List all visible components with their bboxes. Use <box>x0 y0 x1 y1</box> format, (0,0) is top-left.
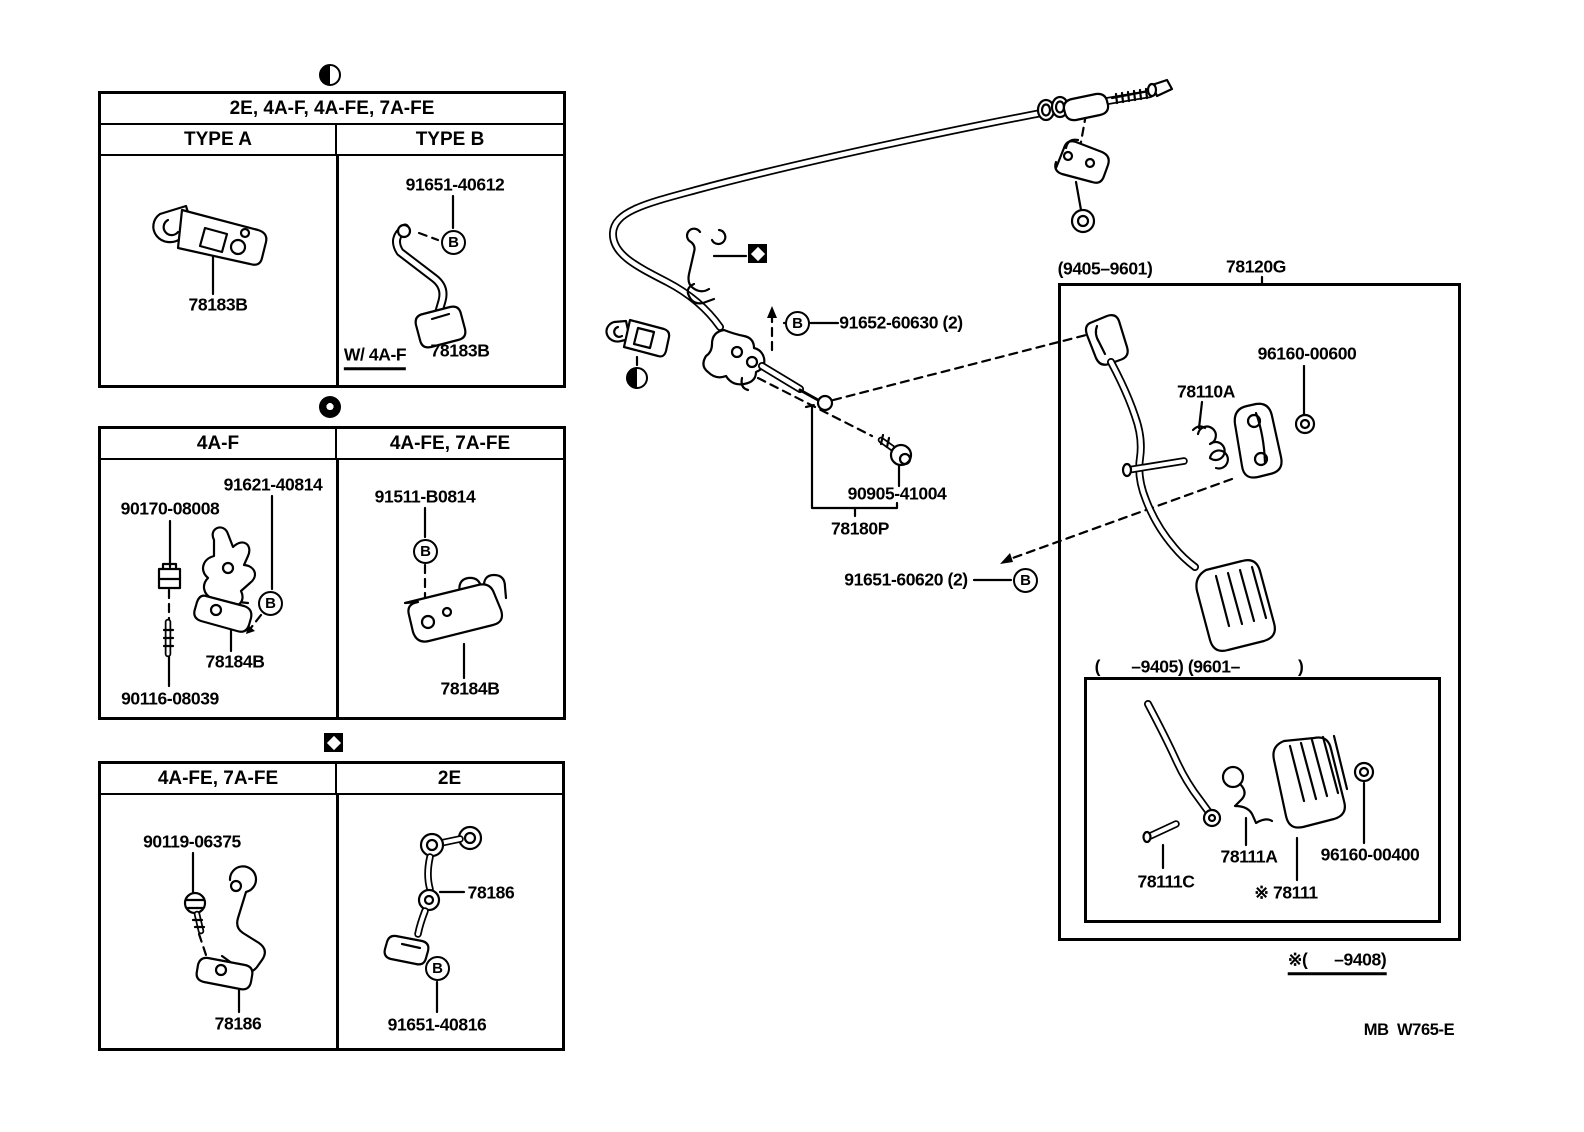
bolt-ref-b-icon: B <box>441 230 466 255</box>
part-label-78186-right: 78186 <box>467 882 515 903</box>
table3-col-2e: 2E <box>437 767 462 789</box>
part-label-90119-06375: 90119-06375 <box>143 831 241 852</box>
part-label-78110a: 78110A <box>1177 381 1235 402</box>
part-label-78184b-right: 78184B <box>440 678 500 699</box>
part-label-78184b-left: 78184B <box>205 651 265 672</box>
part-label-91621-40814: 91621-40814 <box>223 474 323 495</box>
part-label-90116-08039: 90116-08039 <box>121 688 219 709</box>
part-label-91651-40816: 91651-40816 <box>387 1014 487 1035</box>
half-circle-marker-icon <box>319 64 341 86</box>
part-label-91652-60630: 91652-60630 (2) <box>839 312 963 333</box>
footnote-date-label: ※( –9408) <box>1287 951 1387 975</box>
table1-col-type-b: TYPE B <box>415 128 485 150</box>
part-label-91651-60620: 91651-60620 (2) <box>844 569 968 590</box>
half-circle-marker-icon <box>626 367 648 389</box>
part-label-90905-41004: 90905-41004 <box>847 483 947 504</box>
table2-col-4afe: 4A-FE, 7A-FE <box>389 432 511 454</box>
part-label-78183b-type-b: 78183B <box>430 340 490 361</box>
table1-type-row: TYPE A TYPE B <box>101 125 563 156</box>
part-label-78183b-type-a: 78183B <box>188 294 248 315</box>
bolt-ref-b-icon: B <box>425 956 450 981</box>
table3-header-row: 4A-FE, 7A-FE 2E <box>101 764 562 795</box>
table1-title: 2E, 4A-F, 4A-FE, 7A-FE <box>229 97 435 119</box>
filled-circle-marker-icon <box>319 396 341 418</box>
diamond-marker-icon <box>324 733 343 752</box>
note-with-4af: W/ 4A-F <box>343 346 407 370</box>
part-label-78180p: 78180P <box>831 518 889 539</box>
part-label-78111a: 78111A <box>1220 846 1278 867</box>
table2-column-divider <box>336 460 339 717</box>
part-label-78111: ※ 78111 <box>1254 882 1318 903</box>
part-label-90170-08008: 90170-08008 <box>120 498 220 519</box>
part-label-91511-b0814: 91511-B0814 <box>374 486 476 507</box>
variant-table-4afe-2e: 4A-FE, 7A-FE 2E <box>98 761 565 1051</box>
variant-table-2e-4af: 2E, 4A-F, 4A-FE, 7A-FE TYPE A TYPE B <box>98 91 566 388</box>
diamond-marker-icon <box>748 244 767 263</box>
table1-title-row: 2E, 4A-F, 4A-FE, 7A-FE <box>101 94 563 125</box>
part-label-78111c: 78111C <box>1137 871 1195 892</box>
table1-column-divider <box>336 156 339 385</box>
table3-column-divider <box>336 795 339 1048</box>
inner-date-range-label: ( –9405) (9601– ) <box>1094 656 1304 677</box>
bolt-ref-b-icon: B <box>1013 568 1038 593</box>
part-label-91651-40612: 91651-40612 <box>405 174 505 195</box>
part-label-96160-00400: 96160-00400 <box>1320 844 1420 865</box>
table2-col-4af: 4A-F <box>101 429 337 458</box>
part-label-96160-00600: 96160-00600 <box>1257 343 1357 364</box>
table3-col-4afe: 4A-FE, 7A-FE <box>101 764 337 793</box>
part-label-78120g: 78120G <box>1226 256 1286 277</box>
bolt-ref-b-icon: B <box>785 311 810 336</box>
bolt-ref-b-icon: B <box>258 591 283 616</box>
pedal-detail-inner-box <box>1084 677 1441 923</box>
bolt-ref-b-icon: B <box>413 539 438 564</box>
diagram-code-label: MB W765-E <box>1363 1020 1455 1039</box>
date-range-label: (9405–9601) <box>1057 258 1153 279</box>
pedal-assembly-box <box>1058 283 1461 941</box>
variant-table-4af: 4A-F 4A-FE, 7A-FE <box>98 426 566 720</box>
part-label-78186-left: 78186 <box>214 1013 262 1034</box>
table1-col-type-a: TYPE A <box>101 125 337 154</box>
table2-header-row: 4A-F 4A-FE, 7A-FE <box>101 429 563 460</box>
